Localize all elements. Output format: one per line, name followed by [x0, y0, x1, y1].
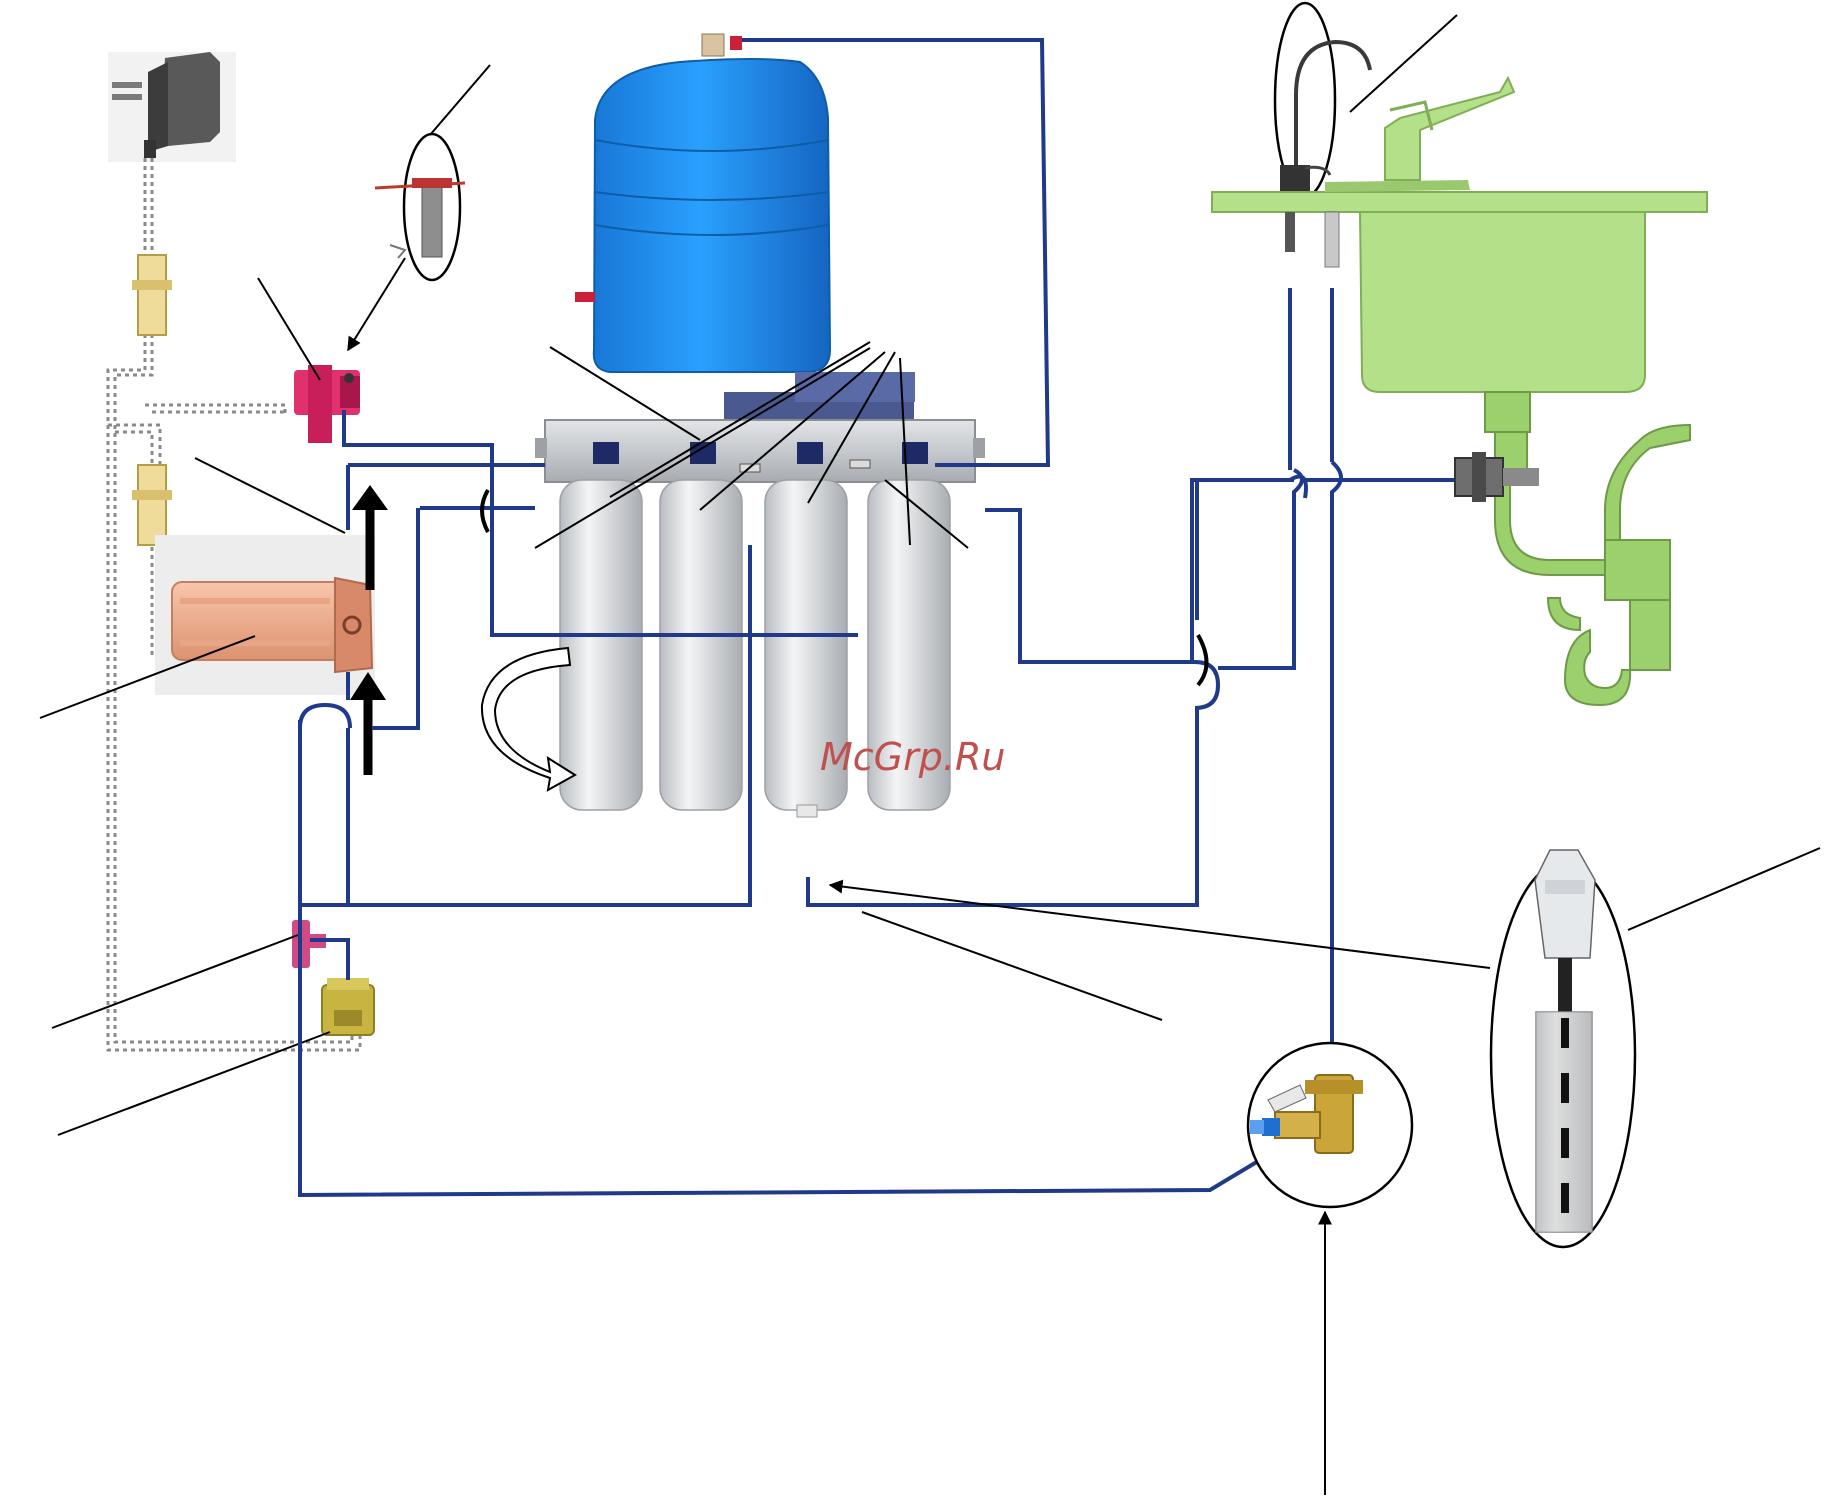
storage-tank-icon — [575, 33, 832, 373]
wire-connector-icon — [132, 254, 172, 546]
tee-leader — [51, 934, 299, 1029]
pipe-crossing — [480, 488, 1209, 687]
pump-inlet-leader — [194, 457, 346, 534]
pressure-switch-leader — [347, 64, 491, 352]
faucet-shank — [1285, 211, 1340, 268]
flow-restrictor-leader — [828, 847, 1821, 1021]
low-pressure-switch-icon — [321, 978, 375, 1036]
rotate-arrow-icon — [480, 646, 577, 792]
flow-restrictor-icon — [1489, 849, 1637, 1249]
watermark: McGrp.Ru — [820, 735, 1005, 779]
solenoid-leader — [257, 277, 321, 381]
feed-valve-icon — [1246, 1041, 1414, 1209]
pump-leader — [39, 635, 256, 719]
filter-manifold — [535, 372, 985, 483]
faucet-icon — [1273, 1, 1372, 199]
faucet-leader — [1349, 14, 1458, 113]
pressure-switch-icon — [374, 132, 466, 282]
solenoid-valve-icon — [294, 365, 360, 443]
water-pipe — [298, 38, 1455, 1198]
drain-clamp-icon — [1454, 452, 1539, 502]
booster-pump-icon — [155, 535, 375, 695]
filter-leaders — [534, 341, 969, 549]
sink-icon — [1211, 75, 1708, 707]
flow-arrow — [350, 485, 388, 775]
inlet-tee-icon — [292, 920, 326, 968]
power-adapter-icon — [108, 52, 236, 162]
low-pressure-leader — [57, 1031, 331, 1136]
filter-housing — [559, 479, 951, 818]
